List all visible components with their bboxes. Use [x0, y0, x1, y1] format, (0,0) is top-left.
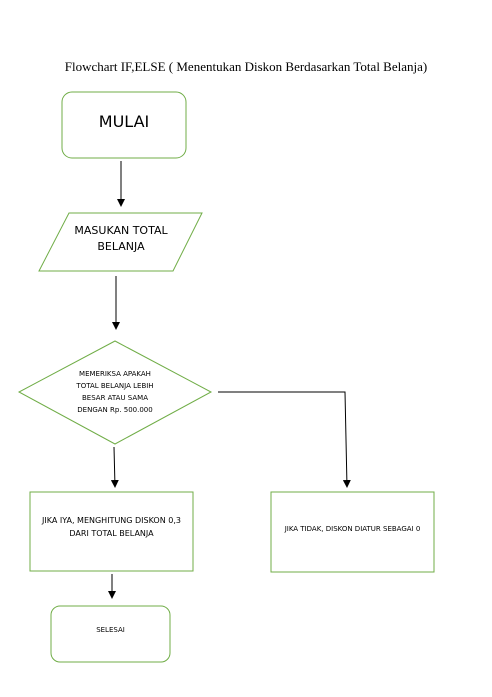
input-node-shape — [38, 212, 203, 272]
end-node-shape — [50, 605, 171, 663]
yes-branch-node-label: JIKA IYA, MENGHITUNG DISKON 0,3 DARI TOT… — [42, 516, 181, 538]
diagram-title: Flowchart IF,ELSE ( Menentukan Diskon Be… — [64, 59, 428, 74]
no-branch-node-label: JIKA TIDAK, DISKON DIATUR SEBAGAI 0 — [284, 525, 421, 533]
start-node-shape — [61, 91, 187, 159]
input-node-label: MASUKAN TOTAL BELANJA — [74, 224, 168, 253]
start-node-label: MULAI — [98, 112, 150, 132]
decision-node-shape — [17, 340, 213, 445]
no-branch-node-shape — [270, 491, 435, 573]
edge-decision-to-yes — [110, 446, 119, 488]
yes-branch-node-shape — [29, 491, 194, 572]
decision-node-label: MEMERIKSA APAKAH TOTAL BELANJA LEBIH BES… — [76, 370, 154, 414]
edge-decision-to-no — [218, 391, 351, 488]
end-node-label: SELESAI — [96, 626, 125, 635]
